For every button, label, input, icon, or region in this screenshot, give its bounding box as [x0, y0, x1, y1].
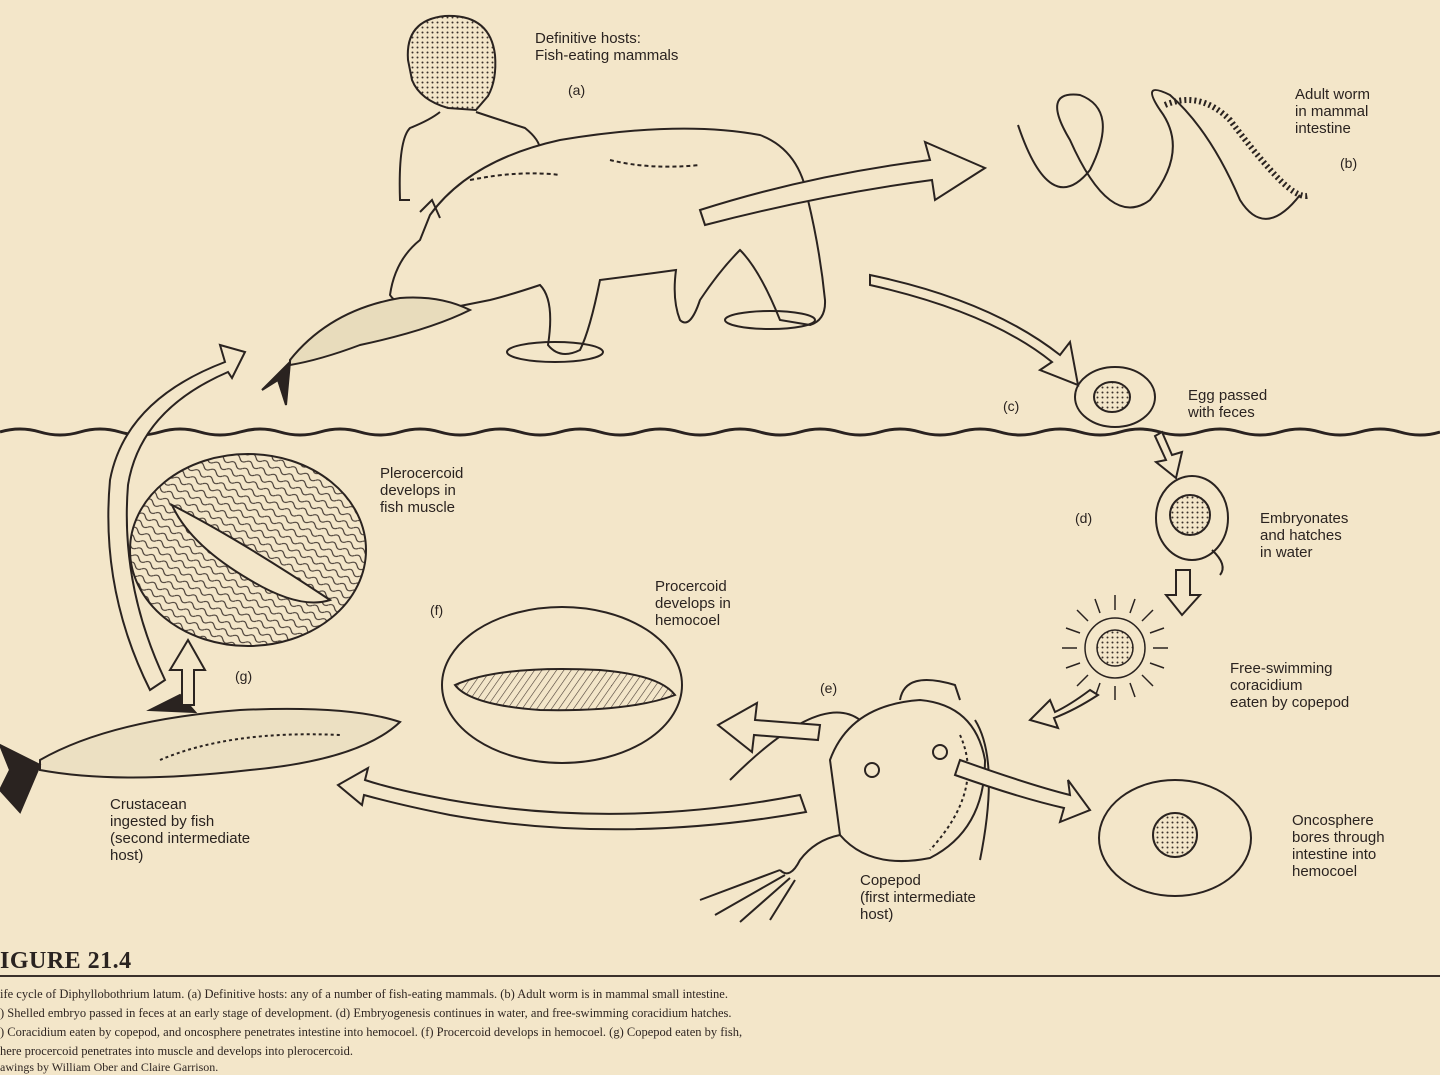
- caught-fish: [261, 296, 473, 406]
- coracidium: [1062, 595, 1168, 700]
- label-plerocercoid: Plerocercoid develops in fish muscle: [380, 465, 464, 516]
- label-coracidium: Free-swimming coracidium eaten by copepo…: [1230, 660, 1350, 711]
- arrow-fish-to-bear: [107, 343, 247, 692]
- label-embryonates: Embryonates and hatches in water: [1260, 510, 1349, 561]
- oncosphere: [1098, 779, 1252, 897]
- copepod: [699, 679, 990, 923]
- procercoid-circle: [441, 606, 683, 764]
- caption-line: here procercoid penetrates into muscle a…: [0, 1044, 353, 1058]
- tag-g: (g): [235, 668, 253, 684]
- tag-d: (d): [1075, 510, 1093, 526]
- adult-worm: [1017, 89, 1312, 220]
- arrow-fish-to-plerocercoid: [168, 638, 207, 706]
- tag-b: (b): [1340, 155, 1358, 171]
- arrow-copepod-to-oncosphere: [953, 758, 1092, 824]
- bear: [388, 127, 827, 363]
- label-oncosphere: Oncosphere bores through intestine into …: [1292, 812, 1385, 880]
- arrow-coracidium-to-copepod: [1028, 688, 1100, 730]
- figure-title: IGURE 21.4: [0, 948, 132, 974]
- figure-credit: awings by William Ober and Claire Garris…: [0, 1060, 219, 1074]
- caption-divider: [0, 975, 1440, 977]
- label-egg-passed: Egg passed with feces: [1188, 387, 1268, 421]
- label-procercoid: Procercoid develops in hemocoel: [655, 578, 731, 629]
- arrow-copepod-to-fish: [336, 765, 808, 831]
- label-crustacean: Crustacean ingested by fish (second inte…: [110, 796, 251, 864]
- water-surface: [0, 427, 1440, 437]
- tag-a: (a): [568, 82, 586, 98]
- host-fish: [0, 693, 402, 814]
- arrow-copepod-to-procercoid: [716, 701, 822, 754]
- caption-line: ) Shelled embryo passed in feces at an e…: [0, 1006, 732, 1020]
- label-copepod: Copepod (first intermediate host): [860, 872, 976, 923]
- embryonating-egg: [1155, 475, 1229, 576]
- plerocercoid-circle: [129, 453, 367, 647]
- arrow-embryo-to-coracidium: [1163, 569, 1203, 617]
- tag-f: (f): [430, 602, 444, 618]
- arrow-bear-to-worm: [698, 140, 988, 227]
- human-figure: [398, 14, 541, 201]
- label-definitive-hosts: Definitive hosts: Fish-eating mammals: [535, 30, 679, 64]
- caption-line: ) Coracidium eaten by copepod, and oncos…: [0, 1025, 743, 1039]
- tag-e: (e): [820, 680, 838, 696]
- caption-line: ife cycle of Diphyllobothrium latum. (a)…: [0, 987, 728, 1001]
- figure-caption: ife cycle of Diphyllobothrium latum. (a)…: [0, 985, 1430, 1061]
- tag-c: (c): [1003, 398, 1020, 414]
- label-adult-worm: Adult worm in mammal intestine: [1295, 86, 1371, 137]
- arrow-bear-to-egg: [869, 273, 1080, 387]
- egg: [1074, 366, 1156, 428]
- cycle-arrows: [107, 140, 1203, 831]
- arrow-egg-to-embryo: [1153, 430, 1184, 480]
